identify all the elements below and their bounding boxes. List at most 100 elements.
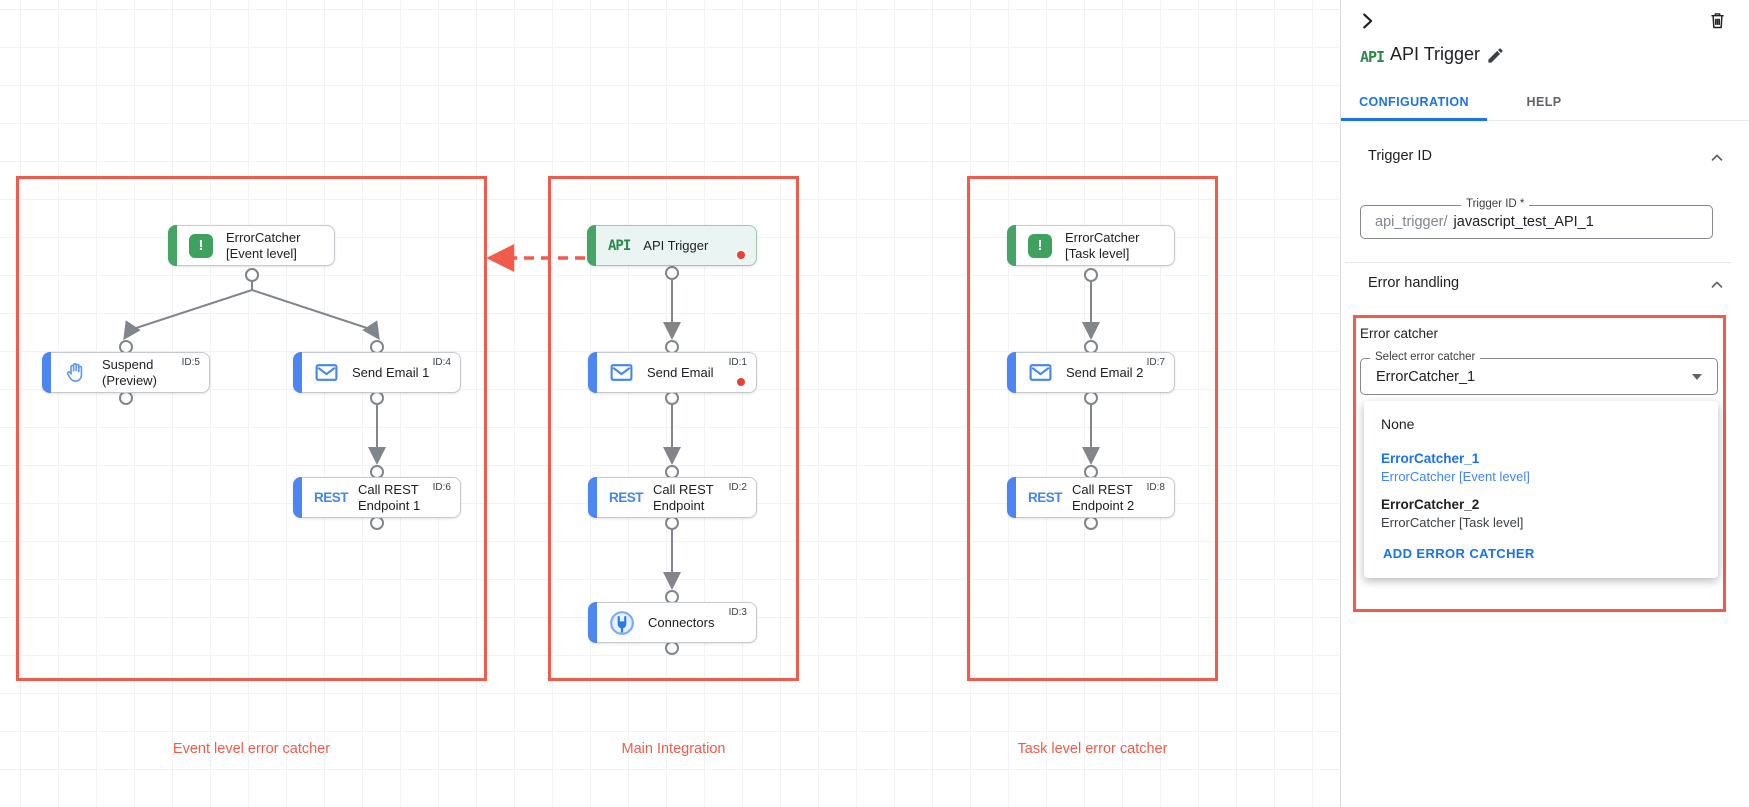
node-connectors[interactable]: Connectors ID:3	[588, 602, 757, 643]
trigger-id-field[interactable]: Trigger ID * api_trigger/ javascript_tes…	[1360, 198, 1713, 239]
node-id-label: ID:1	[728, 357, 747, 368]
node-accent-bar	[588, 602, 597, 643]
config-panel: API API Trigger CONFIGURATION HELP Trigg…	[1340, 0, 1749, 807]
tab-configuration[interactable]: CONFIGURATION	[1341, 84, 1487, 120]
node-accent-bar	[1007, 352, 1016, 393]
node-label: Call REST Endpoint	[653, 482, 714, 513]
dropdown-caret-icon	[1692, 374, 1702, 380]
email-icon	[1028, 360, 1053, 385]
menu-item-desc: ErrorCatcher [Event level]	[1381, 468, 1530, 484]
edge-fork-left	[123, 282, 253, 341]
delete-trigger-icon[interactable]	[1705, 10, 1729, 34]
section-error-handling: Error handling	[1368, 275, 1460, 291]
rest-icon: REST	[1028, 490, 1063, 505]
edge-fork-right	[251, 289, 380, 341]
node-accent-bar	[293, 352, 302, 393]
node-errorcatcher-event[interactable]: ! ErrorCatcher [Event level]	[168, 225, 335, 266]
connection-point[interactable]	[370, 391, 384, 405]
panel-title: API Trigger	[1390, 44, 1481, 64]
node-label: API Trigger	[643, 237, 709, 253]
node-label: Send Email	[647, 364, 714, 380]
node-id-label: ID:4	[432, 357, 451, 368]
connection-point[interactable]	[665, 516, 679, 530]
group-label-event: Event level error catcher	[172, 741, 331, 757]
select-error-catcher-value: ErrorCatcher_1	[1376, 368, 1476, 385]
node-call-rest-endpoint-1[interactable]: REST Call REST Endpoint 1 ID:6	[293, 477, 461, 518]
error-dot	[737, 251, 745, 259]
select-error-catcher[interactable]: Select error catcher ErrorCatcher_1	[1360, 351, 1718, 395]
panel-tabs: CONFIGURATION HELP	[1341, 84, 1749, 121]
node-send-email-2[interactable]: Send Email 2 ID:7	[1007, 352, 1175, 393]
annotation-rect-error-catcher	[1353, 315, 1726, 612]
node-label: ErrorCatcher [Task level]	[1065, 230, 1140, 261]
chevron-up-icon[interactable]	[1707, 276, 1727, 296]
connection-point[interactable]	[370, 516, 384, 530]
node-accent-bar	[1007, 225, 1016, 266]
node-label: Send Email 2	[1066, 364, 1144, 380]
error-catcher-menu: None ErrorCatcher_1 ErrorCatcher [Event …	[1364, 401, 1718, 578]
node-accent-bar	[1007, 477, 1016, 518]
node-api-trigger[interactable]: API API Trigger	[587, 225, 757, 266]
rest-icon: REST	[609, 490, 644, 505]
node-send-email-1[interactable]: Send Email 1 ID:4	[293, 352, 461, 393]
menu-item-desc: ErrorCatcher [Task level]	[1381, 514, 1524, 530]
connection-point[interactable]	[245, 268, 259, 282]
trigger-id-field-label: Trigger ID *	[1461, 198, 1530, 210]
node-errorcatcher-task[interactable]: ! ErrorCatcher [Task level]	[1007, 225, 1175, 266]
connection-point[interactable]	[1084, 391, 1098, 405]
connection-point[interactable]	[665, 391, 679, 405]
node-label: Suspend (Preview)	[102, 357, 157, 388]
node-id-label: ID:6	[432, 482, 451, 493]
connector-layer	[119, 244, 1100, 655]
node-accent-bar	[168, 225, 177, 266]
group-label-main: Main Integration	[621, 741, 726, 757]
email-icon	[314, 360, 339, 385]
error-dot	[737, 378, 745, 386]
connection-point[interactable]	[665, 266, 679, 280]
trigger-id-value: javascript_test_API_1	[1453, 214, 1594, 230]
node-suspend-preview[interactable]: Suspend (Preview) ID:5	[42, 352, 210, 393]
connection-point[interactable]	[1084, 516, 1098, 530]
node-label: ErrorCatcher [Event level]	[226, 230, 301, 261]
connection-point[interactable]	[665, 641, 679, 655]
annotation-rect-main-group	[548, 176, 799, 681]
node-id-label: ID:5	[181, 357, 200, 368]
node-id-label: ID:8	[1146, 482, 1165, 493]
email-icon	[609, 360, 634, 385]
menu-item-name: ErrorCatcher_1	[1381, 450, 1480, 466]
chevron-up-icon[interactable]	[1707, 149, 1727, 169]
rest-icon: REST	[314, 490, 349, 505]
select-error-catcher-label: Select error catcher	[1370, 351, 1481, 363]
node-accent-bar	[588, 477, 597, 518]
api-trigger-logo: API	[1360, 48, 1385, 66]
node-label: Send Email 1	[352, 364, 430, 380]
node-call-rest-endpoint[interactable]: REST Call REST Endpoint ID:2	[588, 477, 757, 518]
add-error-catcher-button[interactable]: ADD ERROR CATCHER	[1383, 546, 1535, 561]
node-label: Connectors	[648, 614, 715, 630]
connection-point[interactable]	[1084, 268, 1098, 282]
error-catcher-icon: !	[189, 233, 213, 258]
collapse-panel-icon[interactable]	[1355, 10, 1379, 34]
edit-title-pencil-icon[interactable]	[1484, 46, 1506, 68]
integration-canvas[interactable]: ! ErrorCatcher [Event level] Suspend (Pr…	[0, 0, 1340, 807]
connection-point[interactable]	[119, 391, 133, 405]
trigger-id-prefix: api_trigger/	[1375, 214, 1448, 230]
node-call-rest-endpoint-2[interactable]: REST Call REST Endpoint 2 ID:8	[1007, 477, 1175, 518]
error-catcher-label: Error catcher	[1360, 326, 1439, 341]
annotation-rect-task-group	[967, 176, 1218, 681]
menu-item-errorcatcher-1[interactable]: ErrorCatcher_1 ErrorCatcher [Event level…	[1364, 445, 1718, 489]
node-accent-bar	[293, 477, 302, 518]
section-divider	[1345, 262, 1731, 263]
node-id-label: ID:3	[728, 607, 747, 618]
menu-item-none[interactable]: None	[1364, 413, 1718, 435]
menu-item-errorcatcher-2[interactable]: ErrorCatcher_2 ErrorCatcher [Task level]	[1364, 491, 1718, 535]
node-id-label: ID:7	[1146, 357, 1165, 368]
tab-help[interactable]: HELP	[1487, 84, 1601, 120]
node-accent-bar	[42, 352, 51, 393]
menu-item-name: ErrorCatcher_2	[1381, 496, 1480, 512]
group-label-task: Task level error catcher	[1017, 741, 1168, 757]
error-catcher-icon: !	[1028, 233, 1052, 258]
api-icon: API	[608, 237, 631, 254]
node-send-email[interactable]: Send Email ID:1	[588, 352, 757, 393]
active-tab-underline	[1341, 118, 1487, 121]
